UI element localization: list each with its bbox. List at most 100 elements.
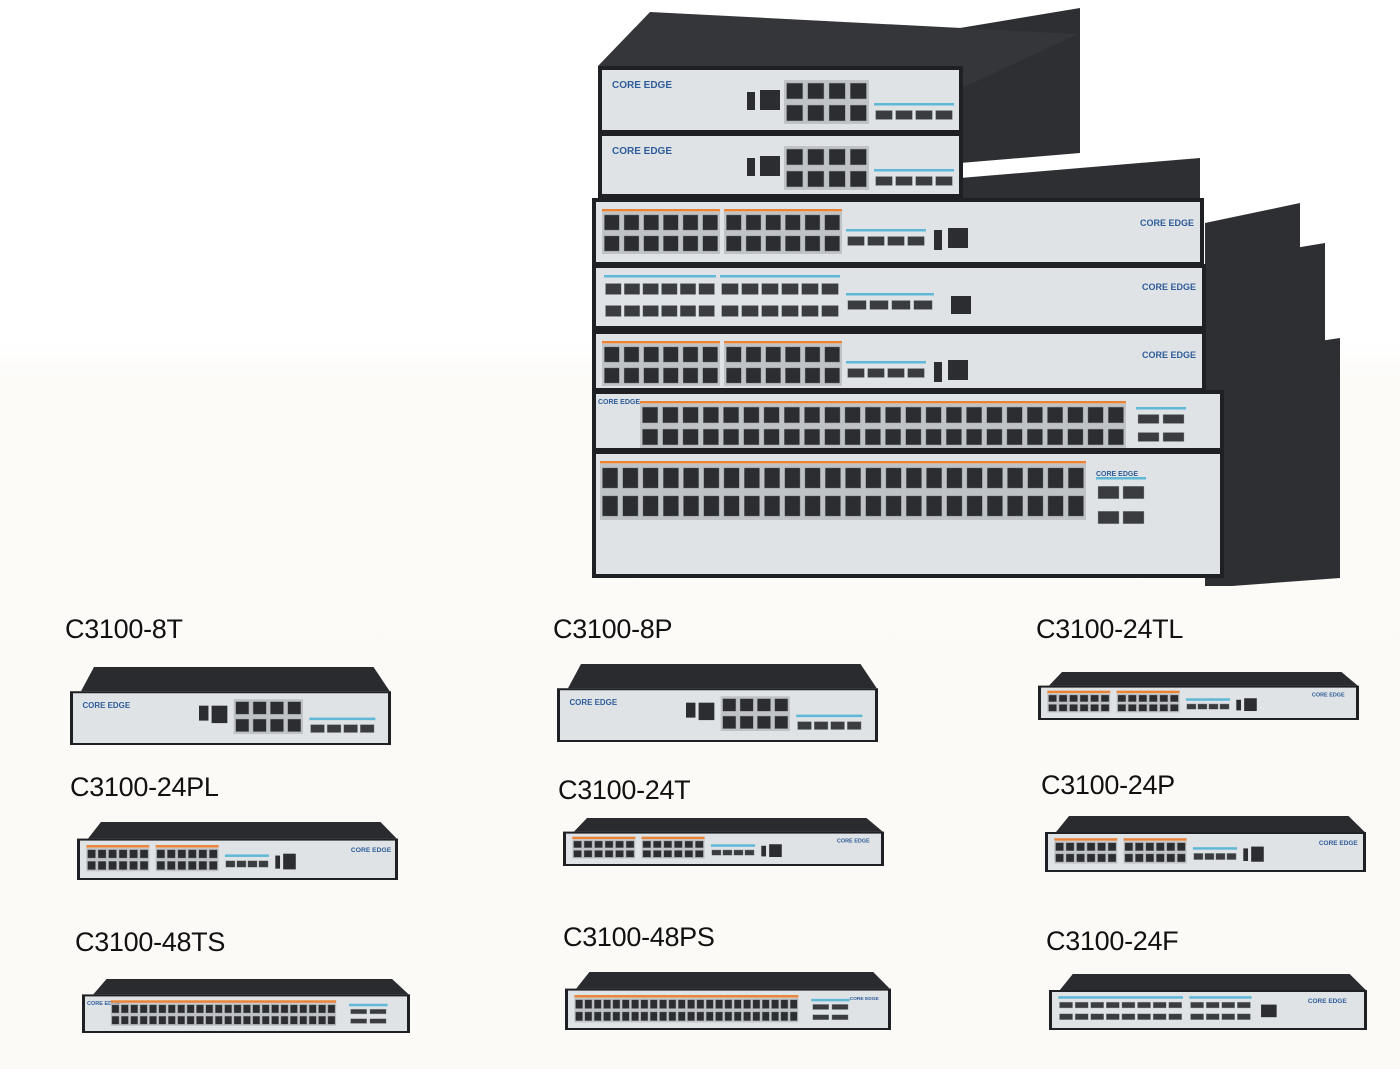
sfp-port <box>781 305 799 317</box>
rj45-port <box>659 999 667 1009</box>
sfp-port <box>913 300 933 310</box>
sfp-port <box>741 283 759 295</box>
rj45-port <box>785 235 801 252</box>
sfp-port <box>847 236 865 246</box>
sfp-port <box>605 305 622 317</box>
rj45-port <box>702 346 718 363</box>
rj45-port <box>97 849 107 859</box>
rj45-port <box>573 850 582 858</box>
rj45-port <box>327 1015 336 1025</box>
rj45-port <box>828 104 846 122</box>
rj45-port <box>640 999 649 1009</box>
rj45-port <box>1170 704 1179 712</box>
sfp-port <box>1197 703 1208 710</box>
sfp-port <box>1106 1001 1120 1009</box>
rj45-port <box>287 718 302 732</box>
console-port <box>1251 846 1264 862</box>
rj45-port <box>1149 694 1158 702</box>
sfp-port <box>801 305 819 317</box>
rj45-port <box>1058 704 1068 712</box>
rj45-port-block-b <box>724 341 842 386</box>
usb-port <box>275 855 281 869</box>
sfp-port <box>875 176 893 186</box>
rj45-port <box>723 406 740 424</box>
rj45-port <box>653 850 662 858</box>
rj45-port <box>1097 842 1106 851</box>
sfp-port <box>915 176 933 186</box>
rj45-port <box>167 861 176 870</box>
sfp-port <box>761 305 779 317</box>
rj45-port <box>280 1015 289 1025</box>
rj45-port <box>674 850 683 858</box>
hero-chassis-side-4 <box>1205 338 1340 586</box>
rj45-port <box>271 1004 279 1014</box>
rj45-port <box>177 861 187 870</box>
console-port <box>948 228 968 248</box>
rj45-port <box>723 467 740 489</box>
sfp-port <box>661 305 678 317</box>
rj45-port <box>214 1004 223 1014</box>
rj45-port <box>1100 704 1110 712</box>
rj45-port <box>966 406 983 424</box>
rj45-port <box>1007 495 1024 517</box>
rj45-port <box>824 214 840 231</box>
rj45-port <box>111 1004 120 1014</box>
rj45-port <box>905 467 922 489</box>
rj45-port <box>188 849 197 859</box>
sfp-port <box>1059 1001 1073 1009</box>
sfp-port-block <box>1096 477 1146 524</box>
rj45-port <box>287 701 302 715</box>
hero-switch-c3100-8t: CORE EDGE <box>598 132 963 198</box>
sfp-port <box>1137 414 1160 424</box>
rj45-port <box>765 214 781 231</box>
rj45-port <box>677 999 686 1009</box>
rj45-port <box>682 367 699 384</box>
sfp-port <box>721 305 739 317</box>
rj45-port <box>696 1011 705 1021</box>
rj45-port <box>224 1015 232 1025</box>
rj45-port <box>1047 428 1064 446</box>
rj45-port <box>602 495 619 517</box>
console-port <box>283 853 296 870</box>
switch-top-cover <box>574 818 883 832</box>
rj45-port <box>807 82 825 100</box>
hero-switch-c3100-24tl: CORE EDGE <box>592 198 1204 266</box>
hero-switch-c3100-24pl: CORE EDGE <box>592 330 1206 392</box>
rj45-port <box>1079 694 1089 702</box>
rj45-port <box>743 467 760 489</box>
rj45-port <box>757 715 771 729</box>
rj45-port-block-a <box>572 836 636 859</box>
rj45-port <box>726 235 742 252</box>
sfp-port <box>258 860 269 868</box>
rj45-port <box>623 346 640 363</box>
rj45-port <box>649 999 658 1009</box>
rj45-port <box>864 406 881 424</box>
rj45-port <box>625 840 635 848</box>
rj45-port <box>196 1015 204 1025</box>
rj45-port-block-48 <box>110 1000 337 1026</box>
rj45-port <box>261 1004 270 1014</box>
rj45-port <box>774 715 789 729</box>
sfp-port-block <box>846 229 926 246</box>
sfp-port <box>605 283 622 295</box>
console-port <box>1244 698 1257 712</box>
rj45-port <box>828 82 846 100</box>
rj45-port <box>804 346 821 363</box>
rj45-port <box>774 698 789 712</box>
rj45-port <box>682 235 699 252</box>
sfp-port <box>642 283 659 295</box>
rj45-port <box>642 467 659 489</box>
rj45-port <box>129 849 138 859</box>
rj45-port <box>1076 842 1085 851</box>
rj45-port <box>280 1004 289 1014</box>
rj45-port <box>828 148 846 166</box>
rj45-port <box>763 428 780 446</box>
rj45-port <box>252 1015 261 1025</box>
sfp-port-block <box>309 717 376 733</box>
rj45-port <box>743 495 760 517</box>
sfp-port <box>895 176 913 186</box>
sfp-port <box>1237 1013 1251 1020</box>
rj45-port <box>575 1011 583 1021</box>
rj45-port <box>252 701 267 715</box>
